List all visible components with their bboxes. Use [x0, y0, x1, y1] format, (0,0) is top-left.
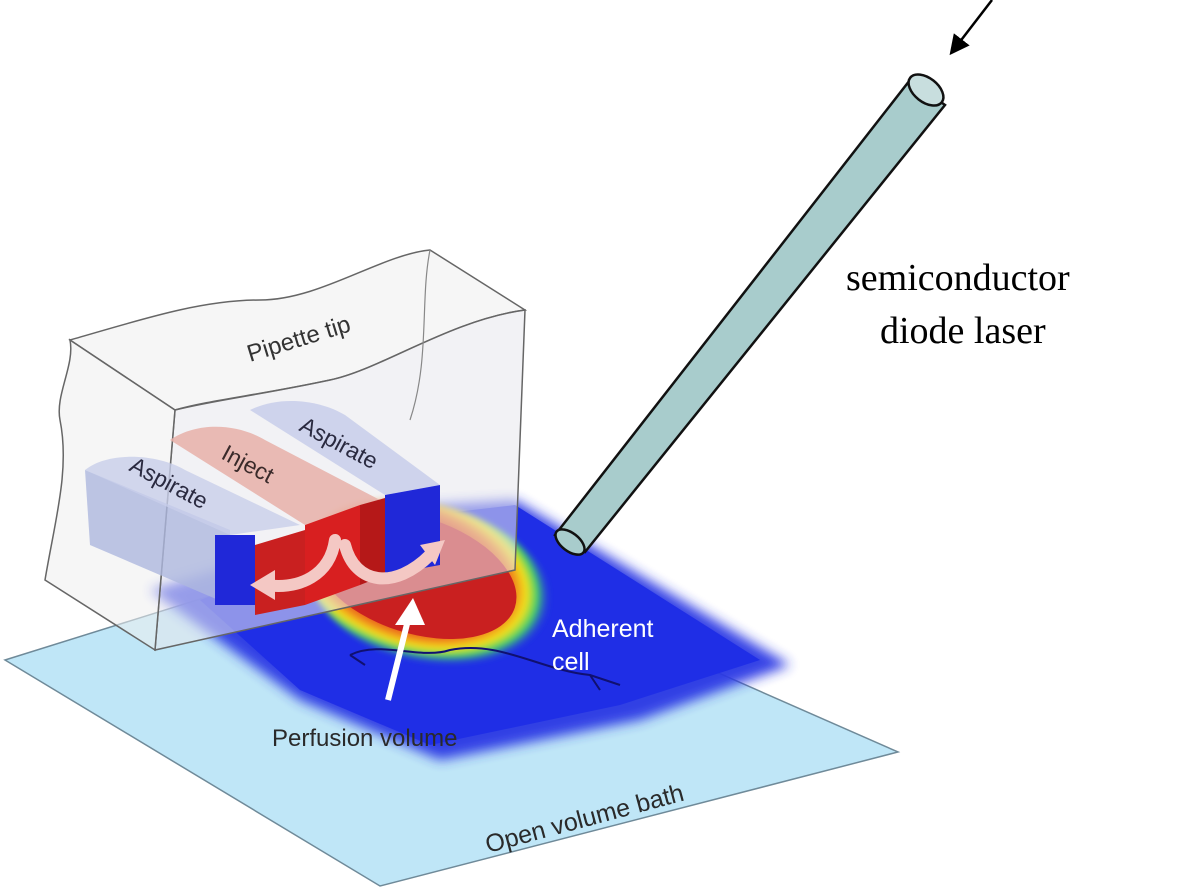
aspirate-channel-left [85, 456, 300, 605]
pipette-tip [44, 249, 528, 652]
label-laser-line1: semiconductor [846, 257, 1070, 299]
arrow-up-icon [385, 598, 425, 701]
flow-arrows [259, 534, 436, 592]
flow-arrow-head-right [420, 540, 445, 565]
label-adherent-cell-line2: cell [552, 648, 590, 676]
laser-fiber [553, 73, 947, 556]
label-perfusion-volume: Perfusion volume [272, 725, 457, 752]
adherent-cell [349, 646, 621, 691]
flow-arrow-head-left [250, 570, 275, 600]
arrow-down-left-icon [949, 0, 993, 56]
label-adherent-cell-line1: Adherent [552, 615, 654, 643]
label-laser-line2: diode laser [880, 310, 1046, 352]
